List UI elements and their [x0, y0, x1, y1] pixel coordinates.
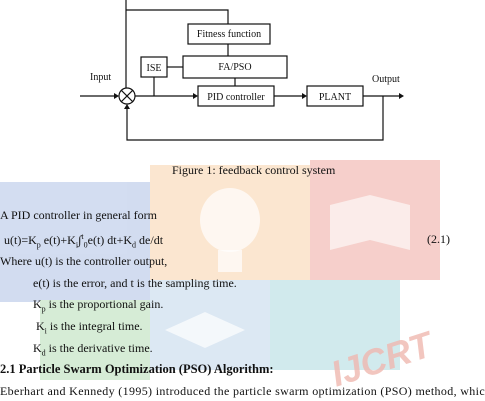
body-paragraph: Eberhart and Kennedy (1995) introduced t… — [0, 384, 485, 398]
ijcrt-watermark-logo: IJCRT — [0, 160, 440, 394]
where-line: Where u(t) is the controller output, — [0, 254, 168, 268]
def-error: e(t) is the error, and t is the sampling… — [33, 276, 237, 290]
output-label: Output — [372, 74, 400, 85]
feedback-control-diagram: Fitness function FA/PSO ISE Input PID co… — [80, 0, 404, 141]
fitness-function-block — [187, 23, 271, 45]
def-ki-text: is the integral time. — [46, 319, 143, 333]
pid-equation: u(t)=Kp e(t)+Ki∫t0e(t) dt+Kd de/dt — [4, 232, 164, 250]
section-heading-text: 2.1 Particle Swarm Optimization (PSO) Al… — [0, 362, 270, 376]
def-kd-text: is the derivative time. — [45, 341, 153, 355]
def-ki: Ki is the integral time. — [36, 319, 143, 336]
pid-controller-label: PID controller — [207, 92, 265, 103]
def-kp-text: is the proportional gain. — [45, 297, 164, 311]
ise-label: ISE — [147, 63, 162, 74]
figure-caption: Figure 1: feedback control system — [172, 163, 336, 177]
intro-text: A PID controller in general form — [0, 208, 157, 222]
plant-label: PLANT — [319, 92, 351, 103]
equation-number: (2.1) — [427, 232, 450, 246]
def-kd: Kd is the derivative time. — [33, 341, 153, 358]
input-label: Input — [90, 72, 111, 83]
fapso-label: FA/PSO — [218, 62, 251, 73]
def-kp: Kp is the proportional gain. — [33, 297, 164, 314]
bottom-feedback-line — [126, 96, 384, 141]
fitness-function-label: Fitness function — [197, 29, 261, 40]
section-heading: 2.1 Particle Swarm Optimization (PSO) Al… — [0, 362, 274, 376]
